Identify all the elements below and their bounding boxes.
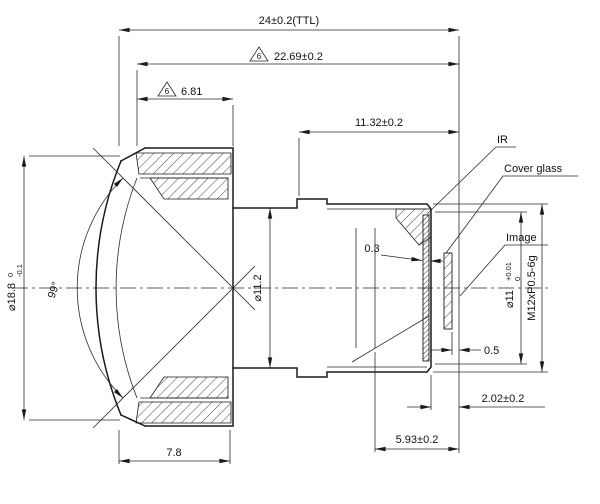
dim-ttl-label: 24±0.2(TTL) <box>259 15 319 27</box>
ir-filter <box>422 214 430 362</box>
dim-rear-length-label: 5.93±0.2 <box>396 434 439 446</box>
ir-label: IR <box>497 134 508 146</box>
revision-triangle-icon <box>157 81 177 97</box>
front-diameter-tol-upper: 0 <box>6 273 15 277</box>
label-image: Image <box>459 232 548 297</box>
dim-front-width: 7.8 <box>118 430 231 464</box>
cover-glass-label: Cover glass <box>504 163 563 175</box>
dim-ir-thickness: 0.3 <box>364 243 443 264</box>
revision-number: 6 <box>257 52 262 61</box>
label-cover-glass: Cover glass <box>445 163 578 254</box>
dim-rear-length: 5.93±0.2 <box>374 352 460 452</box>
dim-flange-back: 2.02±0.2 <box>407 375 545 410</box>
dim-flange-back-label: 2.02±0.2 <box>482 393 525 405</box>
front-retainer-section <box>135 152 232 424</box>
dim-fov-angle: 99° <box>46 280 63 300</box>
cover-glass <box>443 252 453 330</box>
dim-thread-spec-label: M12xP0.5-6g <box>526 255 538 320</box>
dim-barrel-length: 6 22.69±0.2 <box>136 46 460 146</box>
bore-tol-upper: +0.01 <box>504 262 513 281</box>
revision-number: 6 <box>165 87 170 96</box>
fov-rays <box>92 147 256 429</box>
dim-mid-diameter: ⌀11.2 <box>252 207 273 369</box>
dim-mid-diameter-label: ⌀11.2 <box>252 274 264 301</box>
dim-thread-spec: M12xP0.5-6g <box>433 203 548 373</box>
bore-tol-lower: 0 <box>513 277 522 281</box>
image-label: Image <box>506 232 537 244</box>
dim-front-length: 6 6.81 <box>136 81 234 146</box>
label-ir: IR <box>426 134 516 215</box>
dim-cg-to-image-label: 0.5 <box>484 345 499 357</box>
fov-angle-label: 99° <box>46 280 63 300</box>
dim-thread-length: 11.32±0.2 <box>298 117 460 196</box>
dim-front-length-label: 6.81 <box>181 86 202 98</box>
dim-cg-to-image: 0.5 <box>430 332 499 357</box>
dim-front-diameter: ⌀18.8 0 -0.1 <box>6 155 120 421</box>
dim-bore-diameter: ⌀11 +0.01 0 <box>435 211 527 365</box>
front-diameter-tol-lower: -0.1 <box>15 264 24 277</box>
fov-angle-arc <box>76 177 124 399</box>
dim-ttl: 24±0.2(TTL) <box>118 15 460 146</box>
dim-barrel-length-label: 22.69±0.2 <box>274 51 323 63</box>
dim-ir-thickness-label: 0.3 <box>364 243 379 255</box>
dim-front-diameter-label: ⌀18.8 <box>6 283 18 311</box>
dim-bore-diameter-label: ⌀11 <box>504 290 516 308</box>
dim-thread-length-label: 11.32±0.2 <box>355 117 403 129</box>
dim-front-width-label: 7.8 <box>166 447 181 459</box>
inner-lens-elements <box>351 228 430 363</box>
revision-triangle-icon <box>249 46 269 62</box>
